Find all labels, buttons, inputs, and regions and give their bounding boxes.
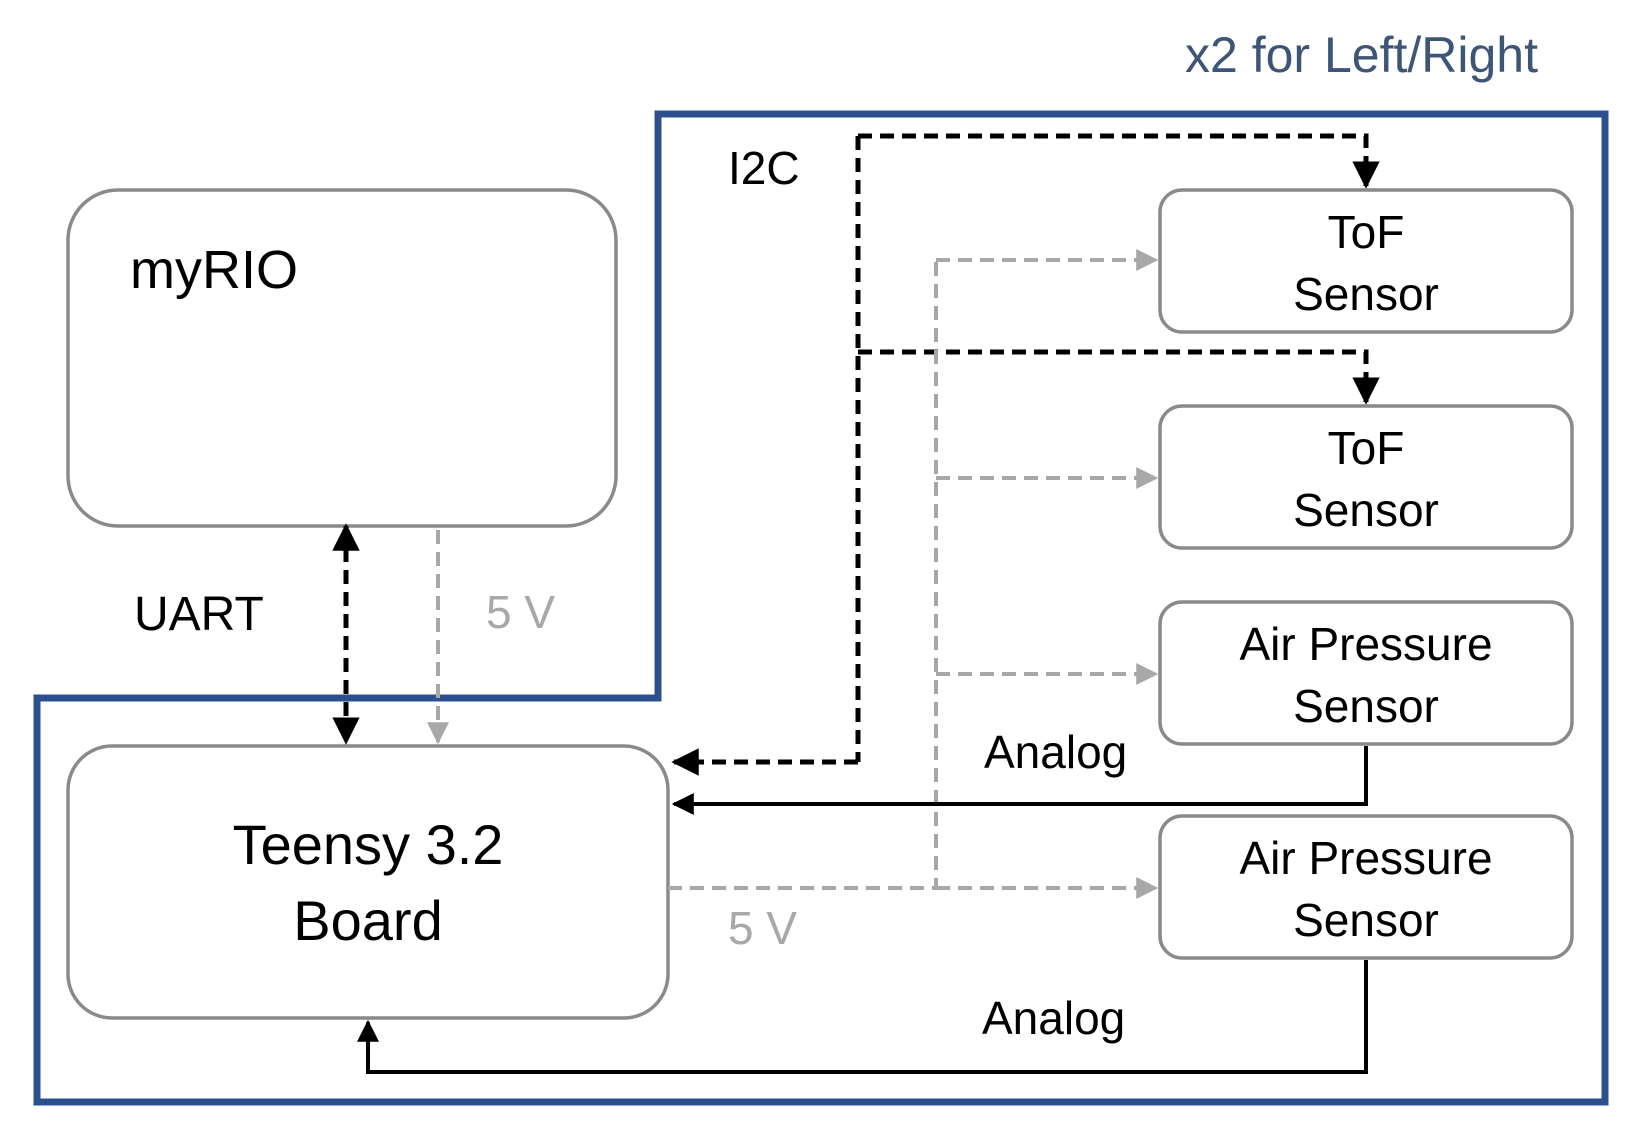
- i2c-to-tof-sensor-2: [858, 349, 1380, 405]
- uart-label: UART: [134, 588, 264, 641]
- group-label: x2 for Left/Right: [1185, 27, 1538, 83]
- analog-label-2: Analog: [982, 992, 1125, 1044]
- tof-sensor-1-line2: Sensor: [1293, 268, 1439, 320]
- air-pressure-sensor-1-line1: Air Pressure: [1239, 618, 1492, 670]
- air-pressure-sensor-1-line2: Sensor: [1293, 680, 1439, 732]
- analog-label-1: Analog: [984, 726, 1127, 778]
- teensy-label-line2: Board: [293, 889, 442, 952]
- teensy-label-line1: Teensy 3.2: [233, 813, 504, 876]
- air-pressure-sensor-2-line2: Sensor: [1293, 894, 1439, 946]
- myrio-label: myRIO: [130, 240, 298, 300]
- power-label-bottom: 5 V: [728, 902, 797, 954]
- air-pressure-sensor-2-line1: Air Pressure: [1239, 832, 1492, 884]
- teensy-block: Teensy 3.2 Board: [66, 744, 670, 1020]
- tof-sensor-2-line2: Sensor: [1293, 484, 1439, 536]
- air-pressure-sensor-1: Air Pressure Sensor: [1158, 600, 1574, 746]
- air-pressure-sensor-2: Air Pressure Sensor: [1158, 814, 1574, 960]
- i2c-to-tof-sensor-1: [858, 133, 1380, 189]
- i2c-label: I2C: [728, 142, 800, 194]
- tof-sensor-2-line1: ToF: [1328, 422, 1405, 474]
- analog-link-air-pressure-sensor-1: [671, 746, 1368, 815]
- tof-sensor-2: ToF Sensor: [1158, 404, 1574, 550]
- power-label-top: 5 V: [486, 586, 555, 638]
- myrio-block: myRIO: [66, 188, 618, 528]
- left-right-group-boundary: [33, 110, 1609, 1106]
- power-bus: [668, 260, 938, 890]
- tof-sensor-1: ToF Sensor: [1158, 188, 1574, 334]
- tof-sensor-1-line1: ToF: [1328, 206, 1405, 258]
- analog-link-air-pressure-sensor-2: [357, 960, 1368, 1074]
